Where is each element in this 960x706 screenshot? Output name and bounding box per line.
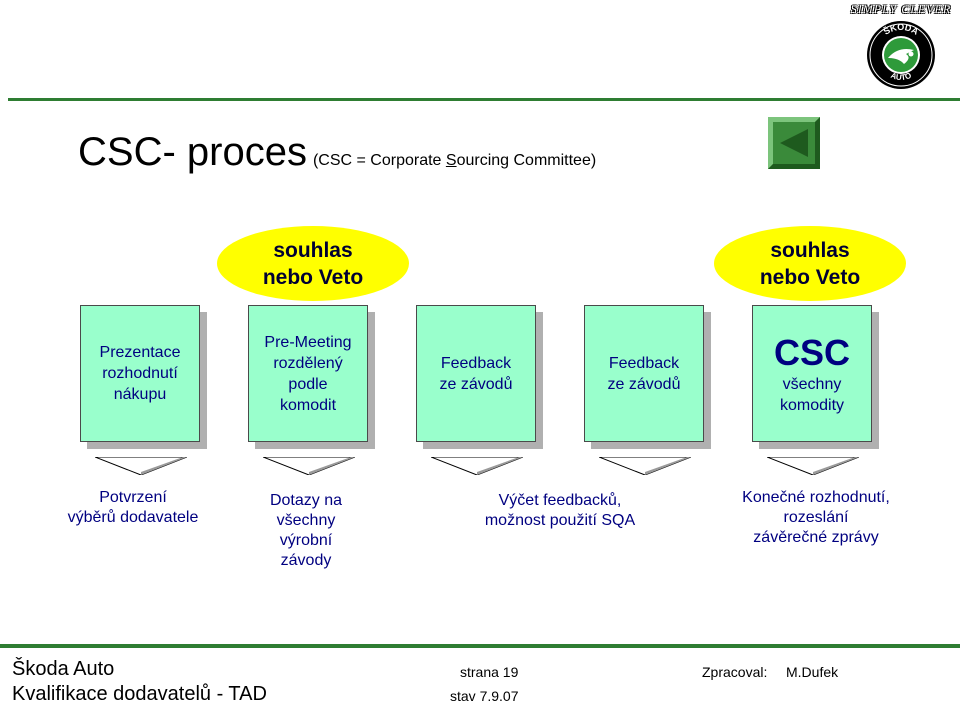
caption-feedback-list: Výčet feedbacků, možnost použití SQA [484, 492, 636, 529]
svg-text:ŠKODA: ŠKODA [881, 22, 921, 37]
brand-slogan: SIMPLY CLEVER [850, 2, 952, 16]
caption-final-decision: Konečné rozhodnutí, rozeslání závěrečné … [742, 489, 890, 546]
top-divider [8, 98, 960, 101]
footer-date: stav 7.9.07 [450, 688, 519, 704]
pointer-triangle [599, 457, 691, 475]
pointer-triangle [767, 457, 859, 475]
caption-queries: Dotazy na všechny výrobní závody [269, 492, 343, 569]
process-step-premeeting: Pre-Meeting rozdělený podle komodit [248, 305, 368, 442]
logo-top-text: ŠKODA [881, 22, 921, 37]
process-step-csc: CSC všechny komodity [752, 305, 872, 442]
process-step-feedback-1: Feedback ze závodů [416, 305, 536, 442]
footer-project: Kvalifikace dodavatelů - TAD [12, 683, 267, 705]
process-step-presentation: Prezentace rozhodnutí nákupu [80, 305, 200, 442]
pointer-triangle [431, 457, 523, 475]
footer-company: Škoda Auto [12, 658, 115, 680]
footer-author: M.Dufek [786, 664, 839, 680]
title-subtitle: (CSC = Corporate Sourcing Committee) [312, 152, 597, 169]
approval-ellipse-2: souhlas nebo Veto [714, 226, 906, 301]
title-main: CSC- proces [78, 130, 307, 174]
pointer-triangle [95, 457, 187, 475]
skoda-logo: ŠKODA AUTO [867, 21, 935, 89]
bottom-divider [0, 644, 960, 648]
approval-ellipse-1: souhlas nebo Veto [217, 226, 409, 301]
logo-bottom-text: AUTO [889, 71, 912, 82]
page-title: CSC- proces (CSC = Corporate Sourcing Com… [78, 124, 596, 189]
back-arrow-icon[interactable] [768, 117, 820, 169]
footer-page-number: strana 19 [460, 664, 519, 680]
footer-author-label: Zpracoval: [702, 664, 768, 680]
process-step-feedback-2: Feedback ze závodů [584, 305, 704, 442]
svg-text:AUTO: AUTO [889, 71, 912, 82]
pointer-triangle [263, 457, 355, 475]
caption-confirmation: Potvrzení výběrů dodavatele [67, 489, 199, 526]
